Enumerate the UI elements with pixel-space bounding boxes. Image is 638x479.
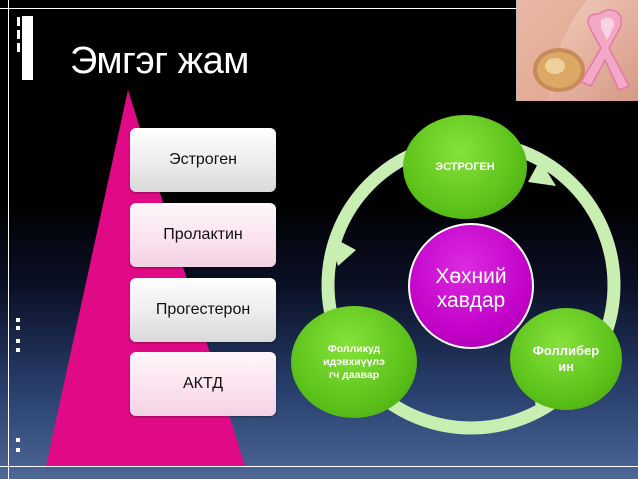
node-fsh: Фолликуд идэвхиүүлэ гч даавар [291,306,417,418]
node-label-line2: идэвхиүүлэ [323,355,385,368]
node-label-line1: Фоллибер [532,343,600,358]
pink-ribbon-illustration [517,0,631,101]
stage-estrogen: Эстроген [130,128,276,192]
stage-prolactin: Пролактин [130,203,276,267]
stage-label: Прогестерон [155,301,251,318]
top-rule [0,8,638,9]
stage-progesterone: Прогестерон [130,278,276,342]
center-node-breast-cancer: Хөхний хавдар [408,223,534,349]
stage-label: АКТД [182,375,224,392]
bottom-rule [0,466,638,467]
stage-actd: АКТД [130,352,276,416]
node-label-line2: ин [558,359,574,374]
center-label-line1: Хөхний [435,265,507,288]
cycle-arrow-1 [528,160,556,186]
node-label-line1: Фолликуд [327,342,381,355]
stage-label: Пролактин [163,226,243,243]
node-follibery: Фоллибер ин [510,308,622,410]
node-estrogen: ЭСТРОГЕН [403,115,527,219]
node-label-line3: гч даавар [328,368,380,381]
left-rule [8,0,9,479]
slide-title: Эмгэг жам [70,40,249,82]
stage-label: Эстроген [169,151,237,168]
center-label-line2: хавдар [436,289,506,312]
node-label: ЭСТРОГЕН [435,161,495,173]
pink-ribbon-photo [516,0,638,101]
cycle-arrow-3 [330,236,356,266]
